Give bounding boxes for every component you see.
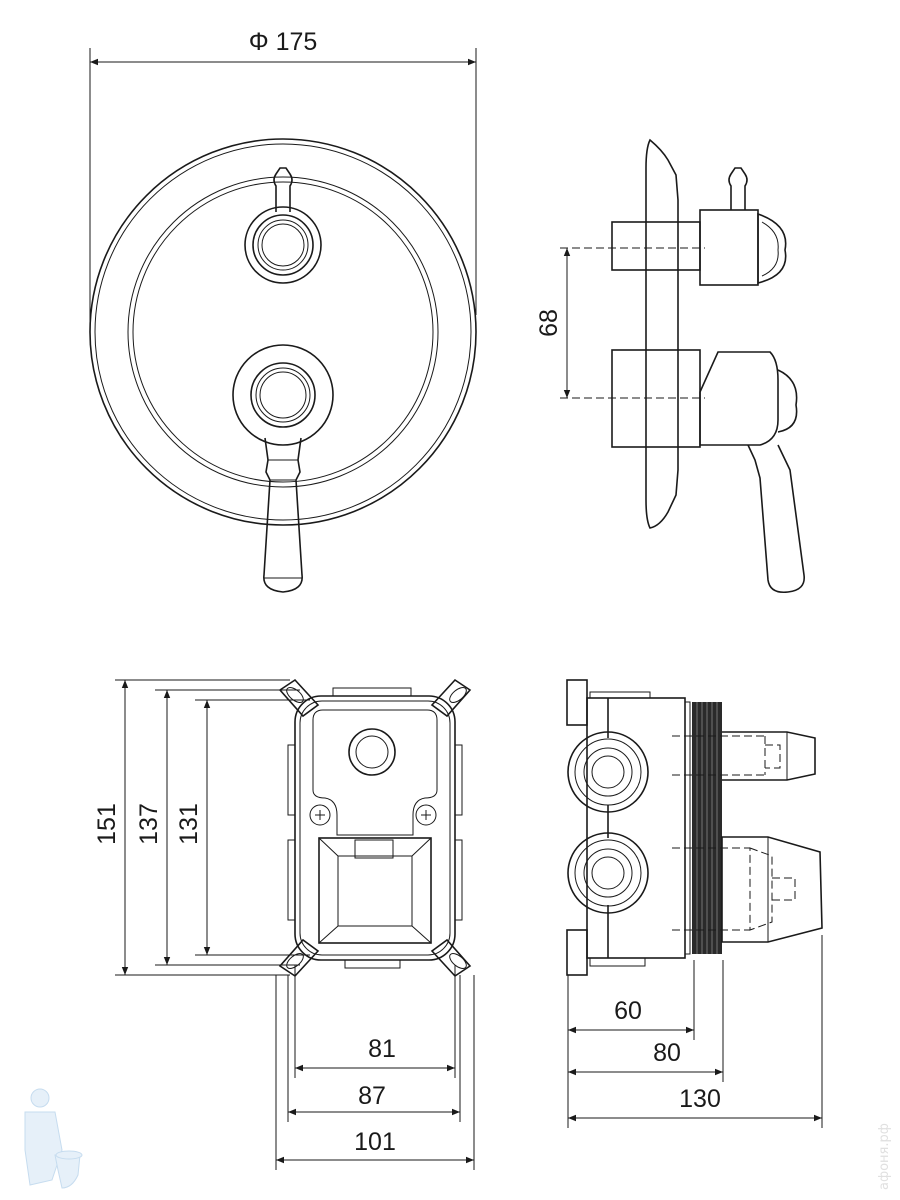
diverter-knob [244, 206, 322, 284]
plumber-logo [24, 1088, 83, 1189]
box-side-view: 60 80 130 [566, 679, 823, 1128]
height-label-131: 131 [175, 803, 203, 845]
diverter-port [348, 728, 396, 776]
escutcheon-plate [89, 138, 477, 526]
diverter-pin [273, 167, 293, 212]
side-view: 68 [535, 138, 805, 594]
mixer-lever [263, 437, 303, 593]
diameter-label: Φ 175 [249, 28, 318, 56]
width-label-101: 101 [354, 1128, 396, 1156]
height-label-137: 137 [135, 803, 163, 845]
width-label-81: 81 [368, 1035, 396, 1063]
depth-label-130: 130 [679, 1085, 721, 1113]
width-label-87: 87 [358, 1082, 386, 1110]
plate-profile [645, 138, 679, 529]
box-front-view: 151 137 131 81 87 101 [93, 678, 475, 1170]
height-label-151: 151 [93, 803, 121, 845]
side-handle [699, 351, 779, 446]
box-side-body [586, 697, 686, 959]
watermark: афоня.рф [877, 1123, 892, 1190]
mixer-handle-hub [232, 344, 334, 446]
mounting-ears [278, 678, 472, 978]
spacing-label: 68 [535, 309, 563, 337]
depth-label-60: 60 [614, 997, 642, 1025]
depth-label-80: 80 [653, 1039, 681, 1067]
front-view: Φ 175 [89, 28, 477, 593]
